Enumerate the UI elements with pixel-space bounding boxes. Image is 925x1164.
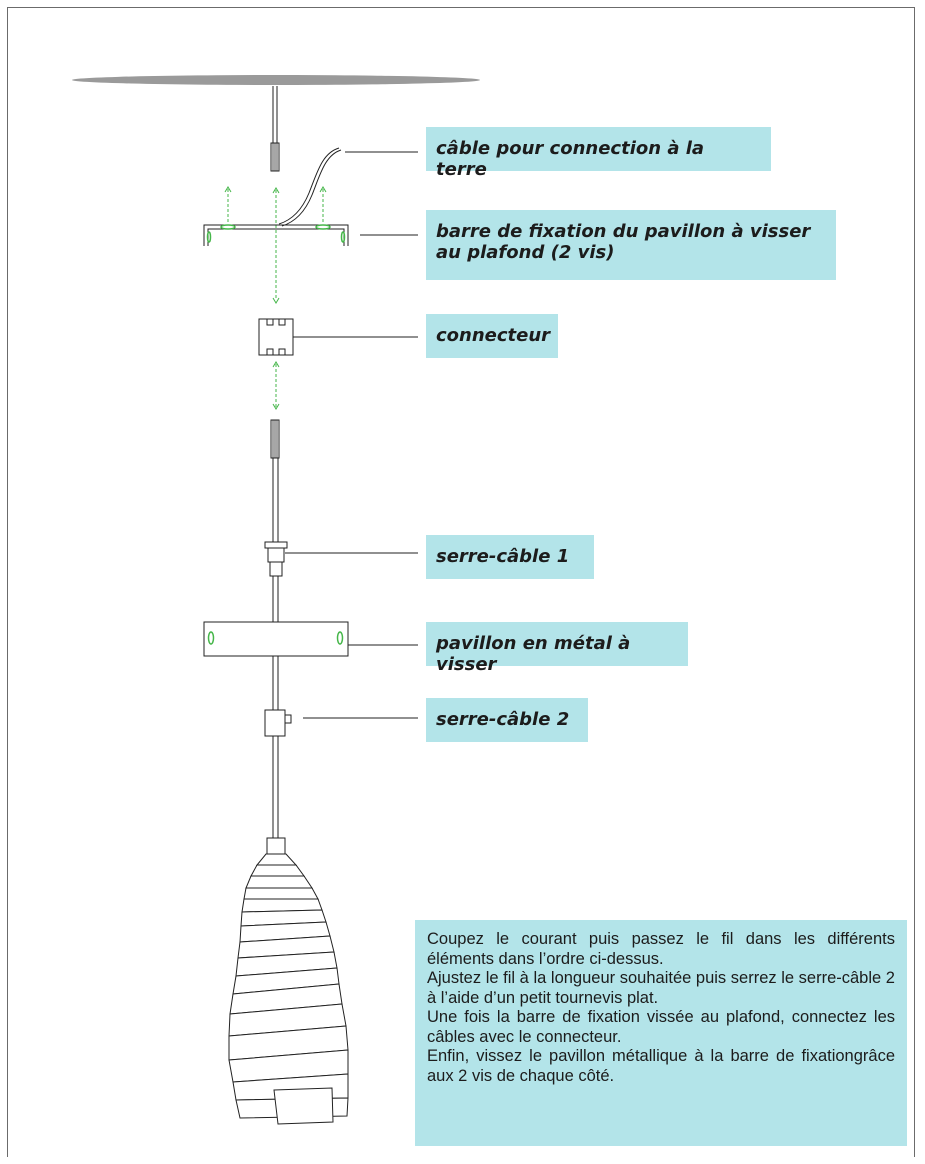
- label-serre-cable-2: serre-câble 2: [426, 698, 588, 742]
- page-frame: [7, 7, 915, 1157]
- label-connecteur: connecteur: [426, 314, 558, 358]
- guide-arrow-middle: [272, 361, 280, 410]
- ceiling-disc: [72, 75, 480, 85]
- instructions-box: Coupez le courant puis passez le fil dan…: [415, 920, 907, 1146]
- ceiling-cable: [270, 86, 280, 172]
- cable-clamp-1: [264, 541, 288, 577]
- guide-arrows-top: [224, 186, 327, 304]
- instruction-step-1: Coupez le courant puis passez le fil dan…: [427, 930, 895, 968]
- label-barre-fixation: barre de fixation du pavillon à visser a…: [426, 210, 836, 280]
- instruction-step-2: Ajustez le fil à la longueur souhaitée p…: [427, 969, 895, 1007]
- fixing-bar: [203, 224, 349, 246]
- label-pavillon: pavillon en métal à visser: [426, 622, 688, 675]
- connector: [258, 318, 294, 356]
- earth-cable: [278, 147, 342, 227]
- label-cable-terre: câble pour connection à la terre: [426, 127, 771, 180]
- lamp-shade: [228, 837, 349, 1125]
- instruction-step-4: Enfin, vissez le pavillon métallique à l…: [427, 1047, 895, 1085]
- metal-canopy: [203, 621, 349, 657]
- label-serre-cable-1: serre-câble 1: [426, 535, 594, 579]
- instruction-step-3: Une fois la barre de fixation vissée au …: [427, 1008, 895, 1046]
- cable-clamp-2: [264, 709, 292, 737]
